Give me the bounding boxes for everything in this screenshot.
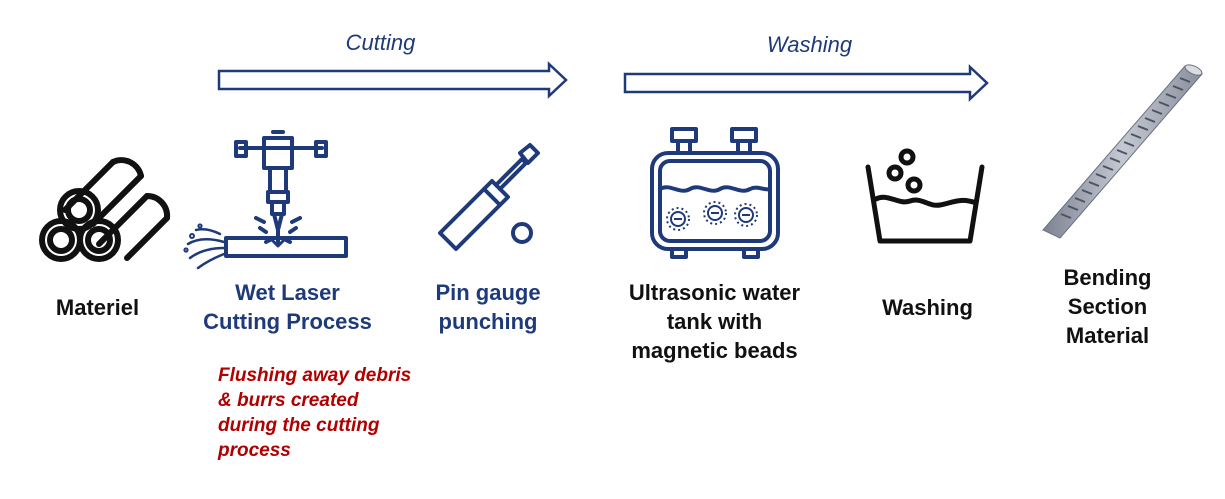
washing-arrow: [623, 64, 989, 102]
step-label-washing: Washing: [882, 295, 973, 320]
cutting-arrow: [217, 61, 568, 99]
phase-label-cutting: Cutting: [345, 30, 416, 55]
ultrasonic-tank-icon: [650, 127, 780, 259]
phase-label-washing: Washing: [766, 32, 853, 57]
bending-section-tube-icon: [1042, 64, 1203, 239]
step-label-pin-gauge: Pin gauge punching: [435, 280, 541, 334]
wash-basin-icon: [865, 148, 985, 244]
step-label-material: Materiel: [55, 295, 140, 320]
rolled-pipes-icon: [39, 157, 171, 262]
flushing-note: Flushing away debris & burrs created dur…: [218, 365, 412, 461]
step-label-ultrasonic: Ultrasonic water tank with magnetic bead…: [628, 280, 801, 363]
step-label-wet-laser: Wet Laser Cutting Process: [203, 280, 372, 334]
step-label-bending: Bending Section Material: [1063, 265, 1152, 348]
laser-cutter-icon: [183, 130, 348, 270]
pin-gauge-icon: [438, 143, 540, 251]
